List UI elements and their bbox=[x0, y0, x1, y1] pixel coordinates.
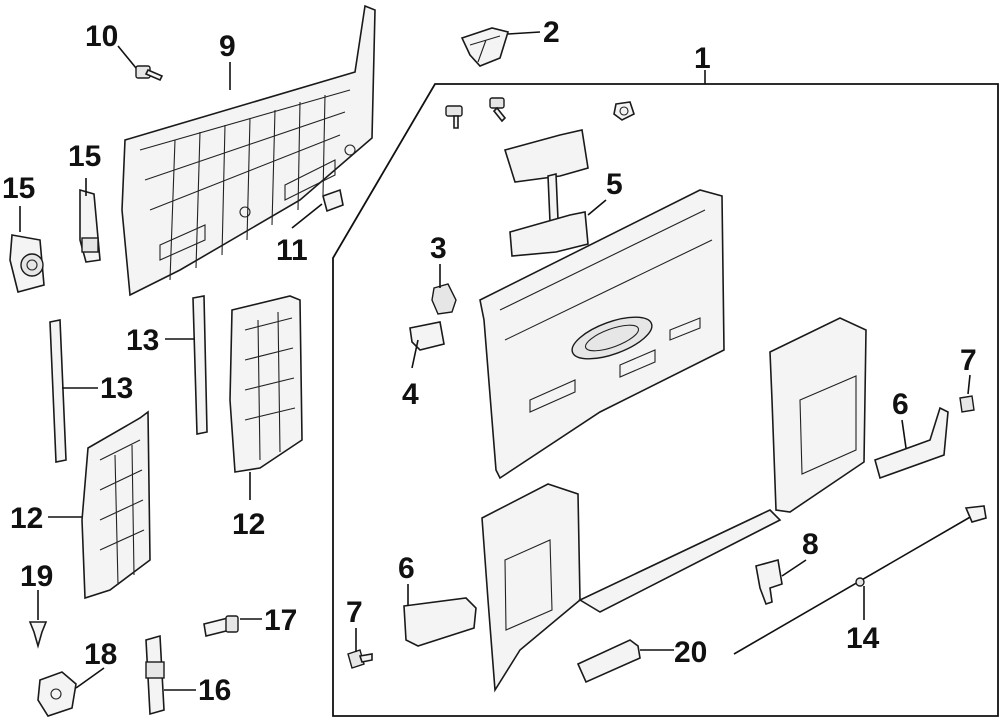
release-cable-part-14 bbox=[733, 505, 987, 655]
callout-8: 8 bbox=[802, 528, 819, 561]
callout-15-right: 15 bbox=[68, 140, 101, 173]
callout-7-left: 7 bbox=[346, 596, 363, 629]
callout-19: 19 bbox=[20, 560, 53, 593]
callout-14: 14 bbox=[846, 622, 880, 655]
callout-10: 10 bbox=[85, 20, 118, 53]
callout-4: 4 bbox=[402, 378, 419, 411]
leader-lines bbox=[19, 31, 971, 691]
callout-13-bottom: 13 bbox=[100, 372, 133, 405]
callout-9: 9 bbox=[219, 30, 236, 63]
tailgate-inner-frame bbox=[481, 317, 867, 693]
seal-strip-part-13-left bbox=[49, 319, 67, 463]
callout-7-right: 7 bbox=[960, 344, 977, 377]
bumper-part-3 bbox=[431, 283, 457, 315]
bolt-part-7-right bbox=[959, 395, 975, 413]
callout-13-top: 13 bbox=[126, 324, 159, 357]
clip-part-11 bbox=[322, 188, 344, 213]
bolt-part-10 bbox=[135, 65, 164, 82]
latch-part-8 bbox=[755, 558, 783, 606]
bolt-part-17 bbox=[203, 615, 239, 637]
callout-5: 5 bbox=[606, 168, 623, 201]
push-pin-part-19 bbox=[28, 621, 48, 649]
fasteners-top bbox=[445, 97, 635, 129]
callout-18: 18 bbox=[84, 638, 117, 671]
callout-2: 2 bbox=[543, 16, 560, 49]
hinge-bracket-part-6-left bbox=[403, 597, 477, 647]
bolt-part-7-left bbox=[347, 649, 373, 669]
callout-6-left: 6 bbox=[398, 552, 415, 585]
callout-6-right: 6 bbox=[892, 388, 909, 421]
callout-3: 3 bbox=[430, 232, 447, 265]
callout-12-left: 12 bbox=[10, 502, 43, 535]
bracket-part-2 bbox=[460, 27, 510, 67]
seal-strip-part-13-right bbox=[192, 295, 208, 435]
inner-panel-part-9 bbox=[121, 4, 376, 297]
hinge-bracket-part-5 bbox=[503, 129, 589, 257]
callout-11: 11 bbox=[276, 234, 308, 267]
clip-part-4 bbox=[409, 321, 445, 351]
callout-17: 17 bbox=[264, 604, 297, 637]
latch-part-18 bbox=[37, 671, 77, 717]
hinge-clip-part-15-left bbox=[9, 234, 45, 293]
callout-12-right: 12 bbox=[232, 508, 265, 541]
callout-labels: 1 2 3 4 5 6 6 7 7 8 9 10 11 12 12 13 13 … bbox=[2, 16, 977, 707]
callout-16: 16 bbox=[198, 674, 231, 707]
end-panel-part-12-left bbox=[81, 410, 151, 600]
hinge-clip-part-15-right bbox=[79, 188, 101, 263]
hinge-bracket-part-6-right bbox=[874, 406, 949, 480]
callout-15-left: 15 bbox=[2, 172, 35, 205]
callout-20: 20 bbox=[674, 636, 707, 669]
end-panel-part-12-right bbox=[229, 295, 303, 473]
assembly-frame bbox=[332, 83, 999, 717]
bracket-part-16 bbox=[145, 634, 165, 716]
callout-1: 1 bbox=[694, 42, 711, 75]
strap-part-20 bbox=[576, 639, 641, 684]
tailgate-shell bbox=[479, 189, 725, 480]
